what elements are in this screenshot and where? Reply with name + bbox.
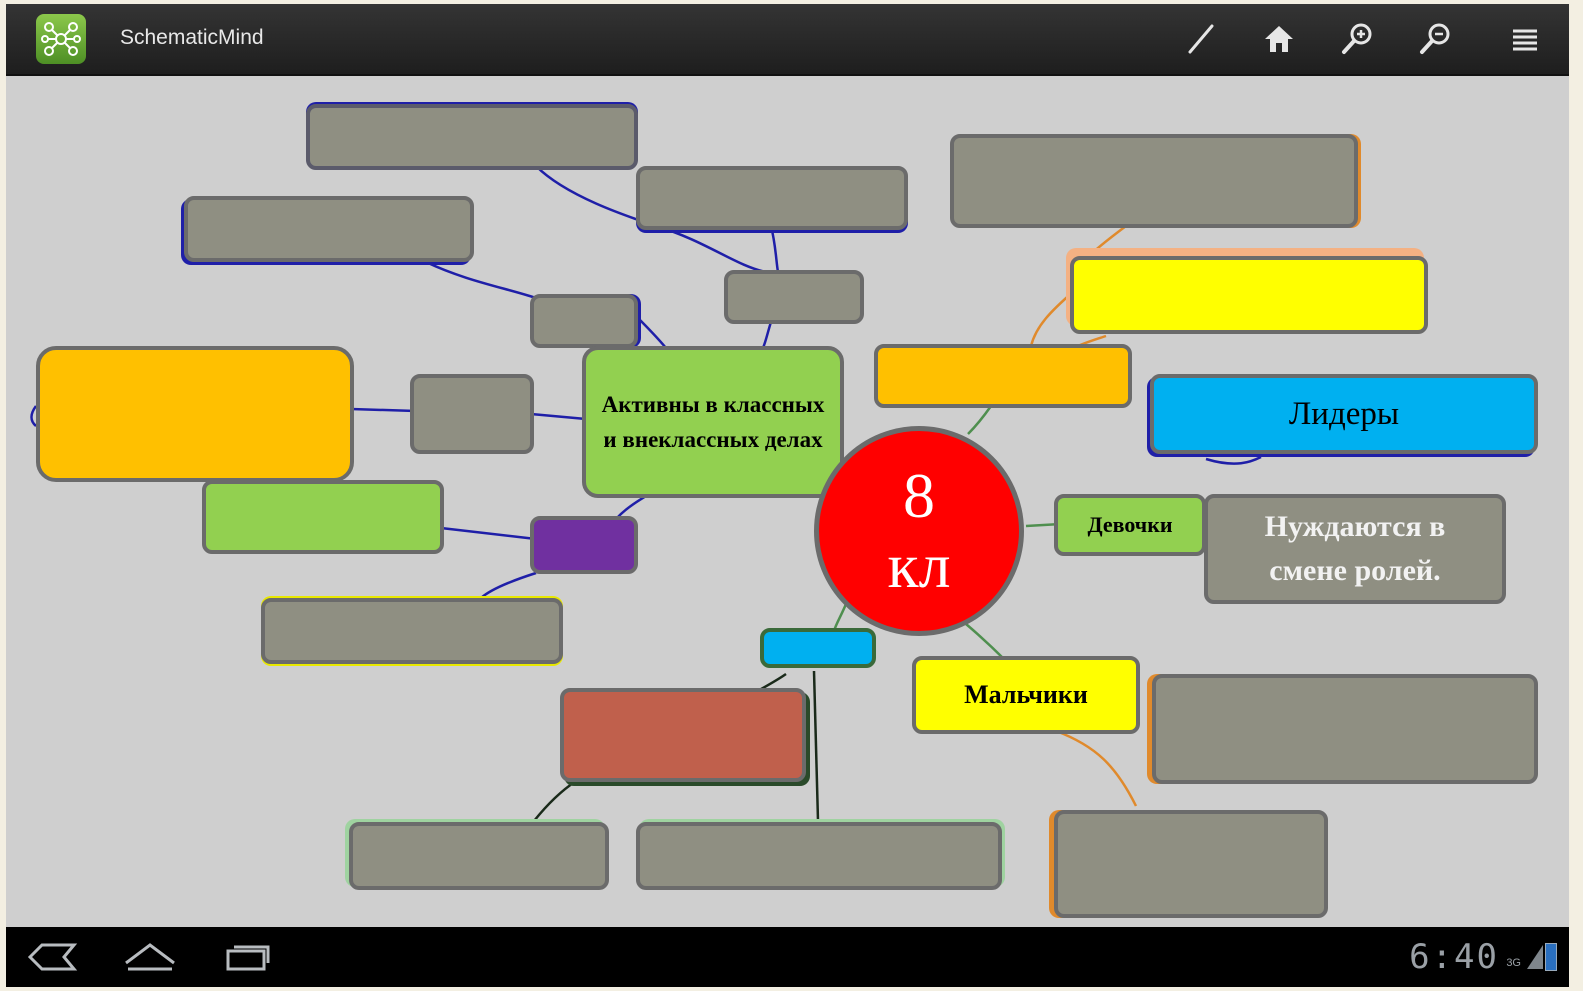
home-nav-icon[interactable] (120, 937, 180, 977)
mindmap-node-yellow[interactable] (1070, 256, 1428, 334)
mindmap-canvas[interactable]: Активны в классных и внеклассных делах Д… (6, 76, 1569, 927)
mindmap-node[interactable] (1152, 674, 1538, 784)
mindmap-node[interactable] (184, 196, 474, 262)
mindmap-node[interactable] (410, 374, 534, 454)
screen: SchematicMind (6, 4, 1569, 987)
mindmap-node-green[interactable] (202, 480, 444, 554)
system-navigation-bar: 6:40 3G (6, 927, 1569, 987)
mindmap-node[interactable] (636, 822, 1002, 890)
leaders-node[interactable]: Лидеры (1150, 374, 1538, 454)
mindmap-node-orange[interactable] (36, 346, 354, 482)
mindmap-node[interactable] (349, 822, 609, 890)
center-node[interactable]: 8 кл (814, 426, 1024, 636)
active-node[interactable]: Активны в классных и внеклассных делах (582, 346, 844, 498)
mindmap-logo-icon[interactable] (36, 14, 86, 64)
mindmap-node-purple[interactable] (530, 516, 638, 574)
mindmap-node[interactable] (1054, 810, 1328, 918)
mindmap-node[interactable] (724, 270, 864, 324)
back-icon[interactable] (22, 937, 82, 977)
action-bar: SchematicMind (6, 4, 1569, 76)
mindmap-node[interactable] (306, 104, 638, 170)
girls-node[interactable]: Девочки (1054, 494, 1206, 556)
need-roles-node[interactable]: Нуждаются в смене ролей. (1204, 494, 1506, 604)
menu-icon[interactable] (1502, 16, 1548, 62)
zoom-out-icon[interactable] (1412, 16, 1458, 62)
zoom-in-icon[interactable] (1334, 16, 1380, 62)
home-icon[interactable] (1256, 16, 1302, 62)
center-node-line2: кл (887, 530, 951, 601)
app-title: SchematicMind (120, 26, 264, 49)
mindmap-node[interactable] (636, 166, 908, 230)
clock[interactable]: 6:40 (1409, 937, 1499, 977)
center-node-line1: 8 (903, 460, 935, 531)
boys-node[interactable]: Мальчики (912, 656, 1140, 734)
mindmap-node[interactable] (261, 598, 563, 664)
mindmap-node-blue[interactable] (760, 628, 876, 668)
battery-icon (1545, 943, 1557, 971)
mindmap-node-red[interactable] (560, 688, 806, 782)
signal-icon (1527, 945, 1543, 974)
network-type: 3G (1506, 957, 1521, 969)
mindmap-node-orange[interactable] (874, 344, 1132, 408)
mindmap-node[interactable] (950, 134, 1358, 228)
pen-icon[interactable] (1178, 16, 1224, 62)
recent-apps-icon[interactable] (218, 937, 278, 977)
mindmap-node[interactable] (530, 294, 638, 348)
